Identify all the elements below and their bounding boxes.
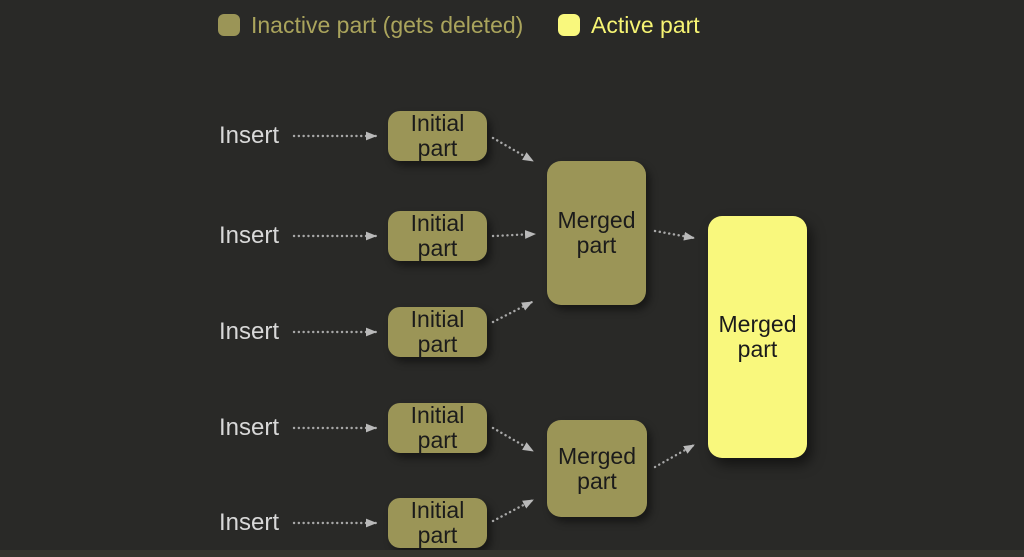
- legend-label-active: Active part: [591, 12, 700, 38]
- active-part-swatch: [558, 14, 580, 36]
- merged-part-label: Merged part: [718, 311, 797, 362]
- flow-arrow-initial3-mergedA: [491, 300, 534, 324]
- initial-part-label: Initial part: [410, 110, 465, 161]
- initial-part-box: Initial part: [388, 111, 487, 161]
- flow-arrow-mergedA-final: [653, 229, 696, 241]
- flow-arrow-initial5-mergedB: [491, 498, 535, 523]
- flow-arrow-initial2-mergedA: [491, 230, 537, 239]
- initial-part-box: Initial part: [388, 211, 487, 261]
- legend-item-inactive: Inactive part (gets deleted): [218, 13, 523, 37]
- inactive-part-swatch: [218, 14, 240, 36]
- canvas-bottom-edge: [0, 550, 1024, 557]
- initial-part-box: Initial part: [388, 307, 487, 357]
- initial-part-label: Initial part: [410, 402, 465, 453]
- merged-part-label: Merged part: [558, 442, 636, 494]
- flow-arrow-initial1-mergedA: [491, 136, 535, 163]
- merged-part-box: Merged part: [547, 420, 647, 517]
- insert-label: Insert: [219, 122, 280, 149]
- initial-part-box: Initial part: [388, 403, 487, 453]
- active-merged-part-box: Merged part: [708, 216, 807, 458]
- merged-part-box: Merged part: [547, 161, 646, 305]
- legend-item-active: Active part: [558, 13, 700, 37]
- insert-label: Insert: [219, 509, 280, 536]
- insert-label: Insert: [219, 318, 280, 345]
- legend-label-inactive: Inactive part (gets deleted): [251, 12, 524, 38]
- initial-part-label: Initial part: [410, 306, 465, 357]
- initial-part-label: Initial part: [410, 210, 465, 261]
- initial-part-box: Initial part: [388, 498, 487, 548]
- initial-part-label: Initial part: [410, 497, 465, 548]
- merged-part-label: Merged part: [557, 207, 636, 258]
- insert-label: Insert: [219, 414, 280, 441]
- flow-arrow-mergedB-final: [653, 443, 696, 469]
- insert-label: Insert: [219, 222, 280, 249]
- flow-arrow-initial4-mergedB: [491, 426, 535, 453]
